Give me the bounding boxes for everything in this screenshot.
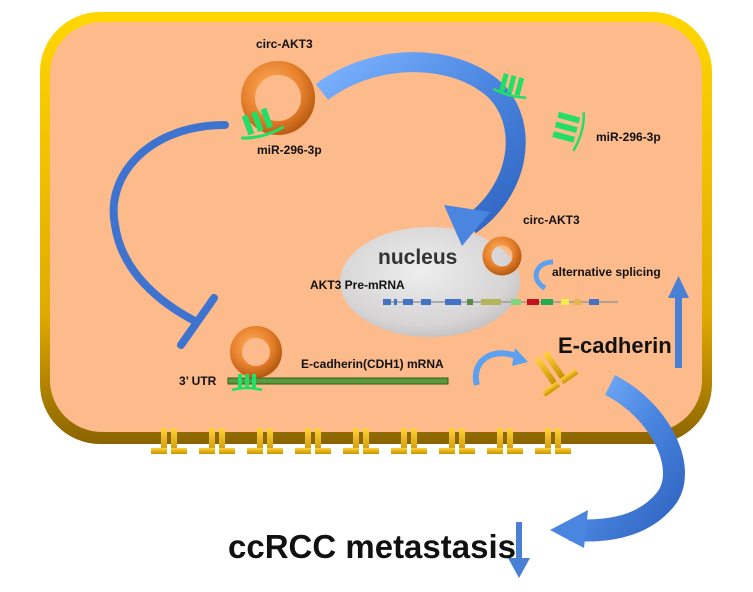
label-akt3-premrna: AKT3 Pre-mRNA (310, 278, 405, 292)
splicing-arc-icon (533, 259, 554, 291)
exon (445, 299, 461, 305)
exon (541, 299, 553, 305)
membrane-cadherin-icon (151, 428, 187, 454)
inhibition-arc (109, 121, 229, 349)
label-3utr: 3’ UTR (179, 374, 217, 388)
label-ecadherin-protein: E-cadherin (558, 333, 672, 358)
label-alternative-splicing: alternative splicing (552, 265, 661, 279)
exon (561, 299, 569, 305)
membrane-cadherins (151, 428, 571, 454)
mirna-free-icon-2 (552, 111, 586, 152)
akt3-premrna (383, 299, 618, 305)
exon (467, 299, 473, 305)
inhibition-bar (177, 294, 218, 349)
membrane-cadherin-icon (295, 428, 331, 454)
translation-arrow (472, 348, 528, 386)
membrane-cadherin-icon (439, 428, 475, 454)
membrane-cadherin-icon (487, 428, 523, 454)
exon (574, 299, 581, 305)
mirna-free-icon-1 (492, 73, 527, 99)
label-nucleus: nucleus (378, 246, 458, 269)
outcome-arrow (550, 375, 685, 548)
label-mir-bound: miR-296-3p (257, 143, 322, 157)
membrane-cadherin-icon (535, 428, 571, 454)
circ-akt3-ring-top (241, 61, 315, 135)
label-ecadherin-mrna: E-cadherin(CDH1) mRNA (301, 357, 444, 371)
exon (481, 299, 501, 305)
mirna-on-utr-icon (231, 374, 263, 392)
exon (403, 299, 413, 305)
ecadherin-protein-icon (534, 351, 579, 397)
mirna-bound-icon (241, 107, 285, 140)
exon (511, 299, 521, 305)
exon (383, 299, 391, 305)
exon (394, 299, 397, 305)
circ-akt3-ring-nucleus (482, 236, 522, 276)
ecadherin-mrna-strand (227, 377, 449, 385)
exon (527, 299, 539, 305)
membrane-cadherin-icon (199, 428, 235, 454)
membrane-cadherin-icon (247, 428, 283, 454)
circ-akt3-ring-mrna (230, 326, 282, 378)
label-mir-free: miR-296-3p (596, 130, 661, 144)
exon (589, 299, 599, 305)
membrane-cadherin-icon (343, 428, 379, 454)
label-circ-akt3-top: circ-AKT3 (256, 37, 313, 51)
membrane-cadherin-icon (391, 428, 427, 454)
nucleus (340, 227, 520, 337)
label-circ-akt3-nucleus: circ-AKT3 (523, 213, 580, 227)
label-ccrcc-metastasis: ccRCC metastasis (228, 528, 516, 565)
exon (421, 299, 431, 305)
metastasis-down-arrow-icon (508, 522, 530, 578)
ecadherin-up-arrow-icon (668, 276, 689, 368)
